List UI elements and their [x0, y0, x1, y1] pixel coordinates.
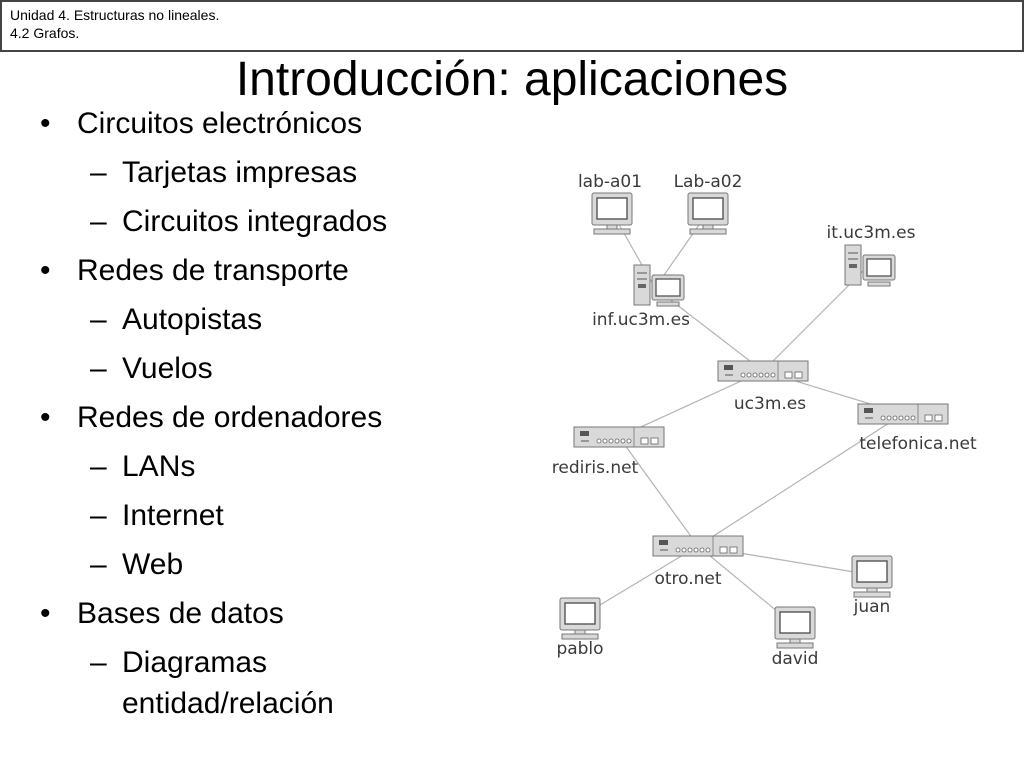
bullet-text: entidad/relación	[122, 687, 334, 720]
bullet-text: Redes de ordenadores	[77, 401, 383, 434]
server-icon	[844, 244, 896, 287]
bullet-mark: •	[40, 597, 51, 630]
monitor-icon	[591, 192, 633, 235]
node-label: otro.net	[654, 569, 721, 589]
bullet-mark: –	[90, 352, 107, 385]
header-section: 4.2 Grafos.	[10, 25, 80, 41]
bullet-mark: –	[90, 499, 107, 532]
node-label: it.uc3m.es	[826, 223, 915, 243]
link-line	[618, 436, 699, 547]
node-label: uc3m.es	[734, 394, 806, 414]
bullet-text: Circuitos integrados	[122, 205, 388, 238]
bullet-text: Vuelos	[122, 352, 213, 385]
bullet-text: Circuitos electrónicos	[77, 107, 363, 140]
router-icon	[573, 426, 665, 448]
bullet-mark: –	[90, 646, 107, 679]
slide-header: Unidad 4. Estructuras no lineales. 4.2 G…	[0, 0, 1024, 52]
bullet-mark: •	[40, 401, 51, 434]
bullet-mark: •	[40, 107, 51, 140]
monitor-icon	[559, 597, 601, 640]
network-devices	[559, 192, 949, 649]
bullet-text: Web	[122, 548, 184, 581]
bullet-mark: –	[90, 156, 107, 189]
router-icon	[717, 360, 809, 382]
monitor-icon	[687, 192, 729, 235]
monitor-icon	[851, 555, 893, 598]
node-label: juan	[853, 597, 891, 617]
bullet-text: Autopistas	[122, 303, 263, 336]
router-icon	[857, 403, 949, 425]
router-icon	[652, 535, 744, 557]
node-label: lab-a01	[578, 172, 642, 192]
bullet-mark: –	[90, 303, 107, 336]
link-line	[697, 413, 904, 547]
network-labels: lab-a01 Lab-a02 inf.uc3m.es it.uc3m.es uc3m.…	[552, 172, 977, 669]
bullet-text: Internet	[122, 499, 224, 532]
node-label: david	[772, 649, 819, 669]
node-label: telefonica.net	[859, 434, 977, 454]
bullet-text: Bases de datos	[77, 597, 284, 630]
slide-title: Introducción: aplicaciones	[235, 53, 789, 106]
bullet-mark: •	[40, 254, 51, 287]
bullet-text: Redes de transporte	[77, 254, 349, 287]
monitor-icon	[774, 606, 816, 649]
bullet-mark: –	[90, 548, 107, 581]
link-line	[618, 370, 764, 438]
server-icon	[633, 264, 685, 307]
node-label: inf.uc3m.es	[592, 310, 690, 330]
bullet-text: LANs	[122, 450, 196, 483]
bullet-mark: –	[90, 450, 107, 483]
header-unit: Unidad 4. Estructuras no lineales.	[10, 7, 220, 23]
node-label: Lab-a02	[674, 172, 743, 192]
bullet-mark: –	[90, 205, 107, 238]
bullet-text: Diagramas	[122, 646, 268, 679]
node-label: pablo	[556, 639, 603, 659]
bullet-text: Tarjetas impresas	[122, 156, 358, 189]
node-label: rediris.net	[552, 458, 639, 478]
